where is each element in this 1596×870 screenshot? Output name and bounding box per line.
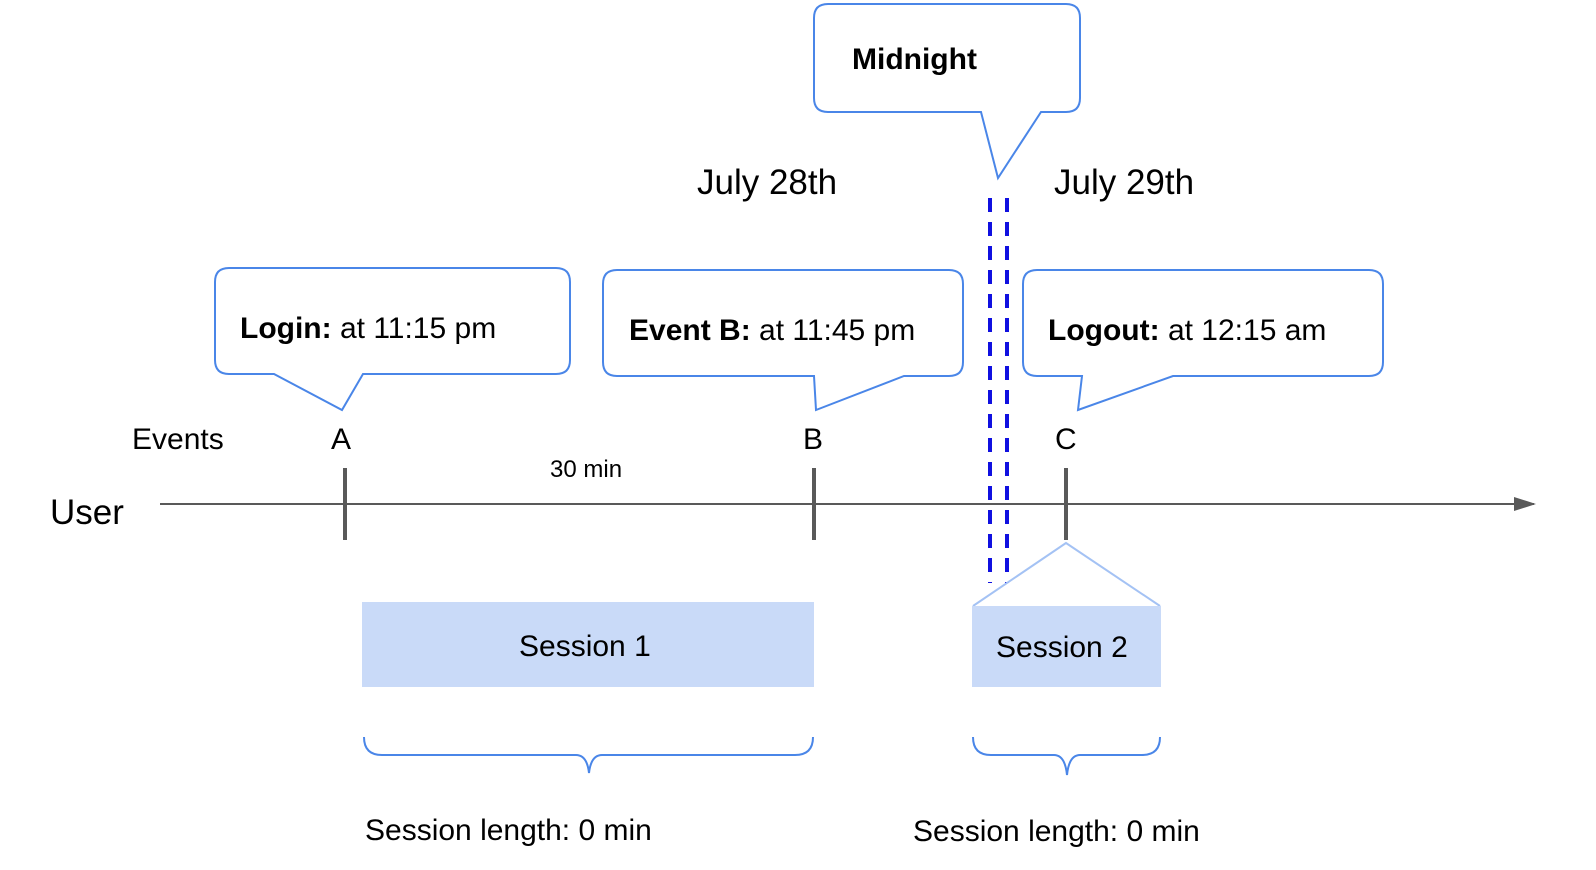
midnight-callout-bubble [813, 3, 1081, 181]
session-2-length: Session length: 0 min [913, 815, 1200, 848]
session-1-block [362, 602, 814, 687]
login-callout-name: Login: [240, 312, 332, 345]
event-b-callout-text: Event B: at 11:45 pm [629, 316, 915, 346]
session-1-label: Session 1 [519, 630, 651, 663]
user-row-label: User [50, 493, 124, 532]
event-b-label: B [803, 423, 824, 456]
interval-label: 30 min [550, 456, 623, 483]
event-c-label: C [1055, 423, 1077, 456]
event-a-label: A [331, 423, 352, 456]
date-label-day1: July 28th [697, 163, 838, 202]
event-b-callout-name: Event B: [629, 314, 751, 347]
session-1-brace [363, 736, 814, 774]
midnight-label: Midnight [852, 43, 977, 76]
login-callout-bubble [214, 267, 571, 412]
session-1-length: Session length: 0 min [365, 814, 652, 847]
session-2-connector [972, 541, 1161, 607]
session-2-block [972, 606, 1161, 687]
logout-callout-name: Logout: [1048, 314, 1160, 347]
logout-callout-bubble [1022, 269, 1384, 412]
date-label-day2: July 29th [1054, 163, 1195, 202]
event-b-callout-time: at 11:45 pm [750, 314, 916, 347]
event-b-callout-bubble [602, 269, 964, 412]
session-2-label: Session 2 [996, 631, 1128, 664]
logout-callout-time: at 12:15 am [1159, 314, 1327, 347]
login-callout-text: Login: at 11:15 pm [240, 314, 496, 344]
session-2-brace [972, 736, 1161, 776]
logout-callout-text: Logout: at 12:15 am [1048, 316, 1326, 346]
events-row-label: Events [132, 423, 224, 456]
login-callout-time: at 11:15 pm [331, 312, 497, 345]
